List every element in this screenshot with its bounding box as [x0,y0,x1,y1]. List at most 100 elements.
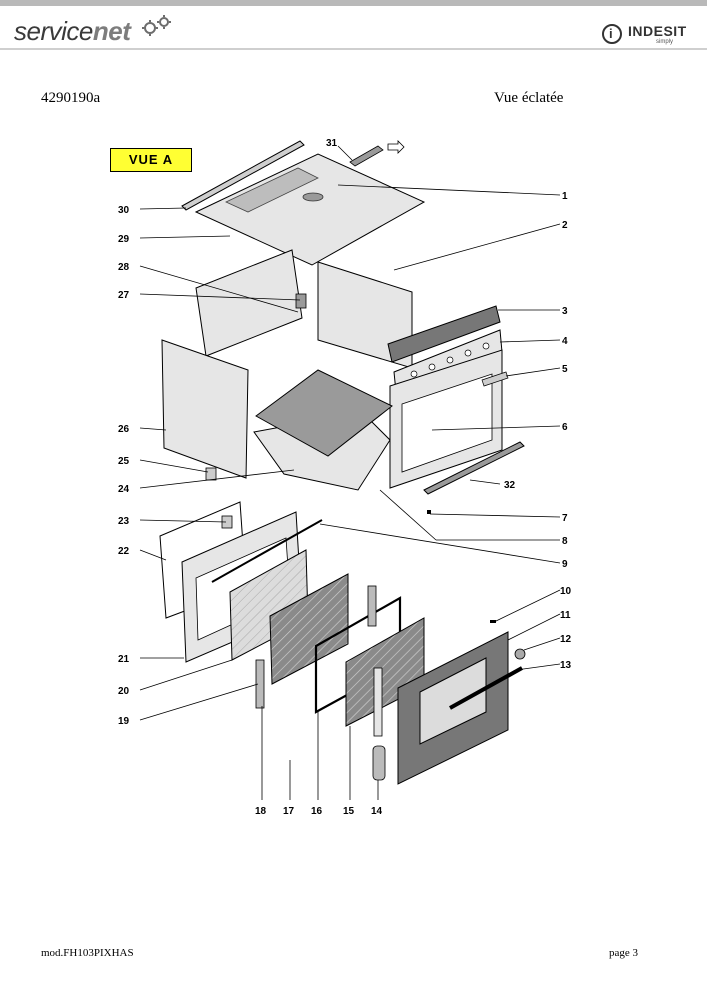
part-screw [427,510,431,514]
callout-7: 7 [562,513,568,524]
indesit-circle-icon [602,24,622,44]
leader-29 [139,235,231,239]
leader-30 [139,207,187,210]
callout-9: 9 [562,559,568,570]
logo-text-net: net [92,16,131,46]
part-top-panel-vent [225,167,319,213]
leader-2 [393,223,561,271]
leader-6 [431,425,561,431]
part-middle-glass [269,573,349,685]
page-header: servicenet i INDESIT simply [0,6,707,50]
callout-29: 29 [118,234,130,245]
header-divider [0,48,707,50]
part-lower-trim [423,441,525,495]
part-bracket-5 [481,371,509,387]
arrow-icon [387,140,405,154]
callout-6: 6 [562,422,568,433]
part-hinge-right [367,585,377,627]
callout-25: 25 [118,456,130,467]
leader-8 [379,489,437,541]
callout-31: 31 [326,138,338,149]
callout-19: 19 [118,716,130,727]
leader-10 [493,589,561,623]
footer-model: mod.FH103PIXHAS [41,947,134,959]
leader-9 [319,523,561,564]
callout-13: 13 [560,660,572,671]
leader-24 [139,469,295,489]
callout-4: 4 [562,336,568,347]
callout-5: 5 [562,364,568,375]
leader-28 [139,265,299,313]
callout-12: 12 [560,634,572,645]
leader-31 [337,145,353,161]
leader-11 [507,613,561,641]
callout-2: 2 [562,220,568,231]
leader-23 [139,519,227,523]
part-top-panel-hole [302,192,324,202]
part-control-panel-trim [387,305,501,363]
callout-8: 8 [562,536,568,547]
callout-17: 17 [283,806,295,817]
callout-27: 27 [118,290,130,301]
leader-13 [515,663,561,671]
leader-12 [523,637,561,651]
callout-1: 1 [562,191,568,202]
callout-18: 18 [255,806,267,817]
leader-26 [139,427,167,431]
part-top-panel [194,153,426,266]
callout-15: 15 [343,806,355,817]
document-reference: 4290190a [41,90,101,106]
leader-22 [139,549,167,561]
leader-32 [469,479,501,485]
callout-26: 26 [118,424,130,435]
part-handle [449,666,523,710]
callout-11: 11 [560,610,571,621]
callout-14: 14 [371,806,383,817]
callout-20: 20 [118,686,130,697]
callout-22: 22 [118,546,130,557]
part-outer-door-window [419,657,487,745]
indesit-mark: i [609,26,613,41]
callout-3: 3 [562,306,568,317]
indesit-name: INDESIT [628,23,687,39]
callout-10: 10 [560,586,572,597]
leader-19 [139,683,259,721]
leader-25 [139,459,209,473]
callout-23: 23 [118,516,130,527]
callout-16: 16 [311,806,323,817]
part-bottom-plate [255,369,393,457]
leader-1 [337,184,561,196]
indesit-tagline: simply [656,39,674,45]
footer-page-number: page 3 [609,947,639,959]
gears-icon [142,15,171,36]
callout-30: 30 [118,205,130,216]
callout-28: 28 [118,262,130,273]
part-knob-cap [514,648,526,660]
part-bracket [295,293,307,309]
leader-20 [139,659,233,691]
part-left-outer-panel [161,339,249,479]
part-top-trim [181,140,305,211]
document-title: Vue éclatée [494,90,564,106]
part-hinge-left [255,659,265,709]
part-rod [211,519,323,583]
leader-27 [139,293,301,301]
logo-text-service: service [14,16,93,46]
servicenet-logo: servicenet [14,16,131,47]
part-fan [349,145,384,167]
part-front-frame-opening [401,373,493,473]
part-door-profile [373,667,383,737]
part-lock [372,745,386,781]
part-small-screw [490,620,496,623]
top-bar [0,0,707,6]
part-left-side-panel [195,249,303,357]
callout-32: 32 [504,480,516,491]
view-label: VUE A [110,148,192,172]
leader-4 [499,339,561,343]
leader-7 [429,513,561,518]
callout-24: 24 [118,484,130,495]
leader-5 [505,367,561,377]
part-clip [205,467,217,481]
callout-21: 21 [118,654,130,665]
